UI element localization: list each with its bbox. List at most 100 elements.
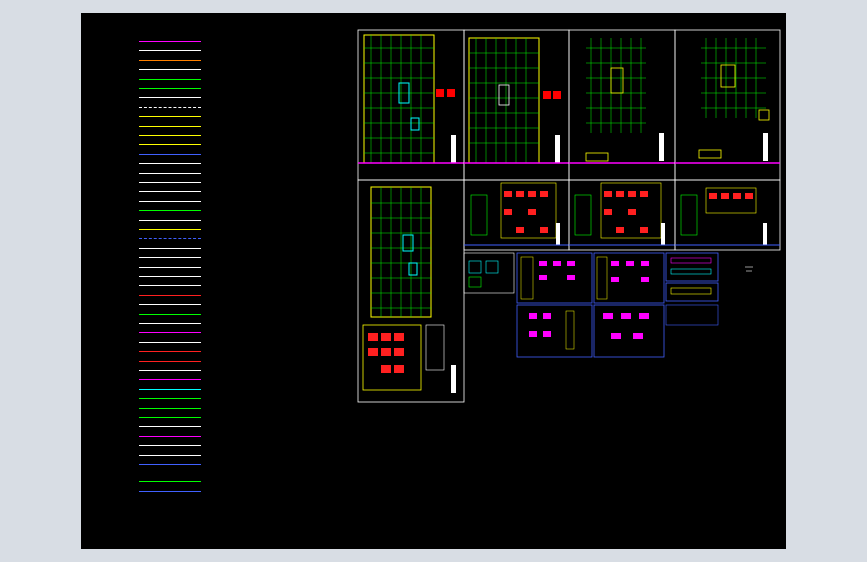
legend-line-sample (139, 341, 201, 343)
legend-line-sample (139, 266, 201, 268)
sheet-detail-6[interactable] (593, 252, 665, 304)
legend-row (139, 225, 289, 233)
legend-line-sample (139, 435, 201, 437)
legend-row (139, 300, 289, 308)
legend-line-sample (139, 313, 201, 315)
legend-row (139, 460, 289, 468)
legend-row (139, 150, 289, 158)
legend-row (139, 46, 289, 54)
legend-line-sample (139, 417, 201, 418)
legend-line-sample (139, 69, 201, 71)
legend-line-sample (139, 247, 201, 249)
sheet-detail-8[interactable] (516, 304, 593, 358)
legend-row (139, 338, 289, 346)
legend-line-sample (139, 153, 201, 155)
sheet-detail-9[interactable] (593, 304, 665, 358)
legend-row (139, 244, 289, 252)
legend-line-sample (139, 388, 201, 390)
legend-line-sample (139, 351, 201, 353)
legend-line-sample (139, 229, 201, 230)
legend-line-sample (139, 200, 201, 202)
legend-row (139, 385, 289, 393)
legend-row (139, 140, 289, 148)
sheet-detail-10[interactable] (665, 304, 719, 326)
sheet-plan-1[interactable] (357, 29, 465, 181)
legend-row (139, 75, 289, 83)
legend-row (139, 375, 289, 383)
legend-line-sample (139, 59, 201, 61)
legend-line-sample (139, 294, 201, 296)
legend-line-sample (139, 464, 201, 465)
legend-row (139, 366, 289, 374)
legend-line-sample (139, 407, 201, 409)
note-mark (745, 266, 753, 272)
drawing-canvas[interactable] (81, 13, 786, 549)
legend-line-sample (139, 445, 201, 447)
legend-line-sample (139, 144, 201, 146)
legend-line-sample (139, 323, 201, 324)
drawing-sheets (357, 29, 781, 403)
legend-line-sample (139, 276, 201, 277)
legend-line-sample (139, 182, 201, 183)
legend-line-sample (139, 50, 201, 52)
legend-line-sample (139, 135, 201, 136)
legend-row (139, 65, 289, 73)
legend-line-sample (139, 97, 201, 99)
legend-row (139, 253, 289, 261)
legend-line-sample (139, 78, 201, 80)
legend-row (139, 477, 289, 485)
legend-row (139, 263, 289, 271)
legend-line-sample (139, 172, 201, 174)
legend-line-sample (139, 125, 201, 127)
legend-line-sample (139, 370, 201, 371)
legend-row (139, 159, 289, 167)
legend-row (139, 310, 289, 318)
legend-row (139, 93, 289, 101)
legend-line-sample (139, 332, 201, 334)
legend-row (139, 319, 289, 327)
legend-row (139, 281, 289, 289)
legend-line-sample (139, 116, 201, 118)
legend-line-sample (139, 481, 201, 483)
legend-line-sample (139, 360, 201, 362)
legend-row (139, 169, 289, 177)
legend-row (139, 441, 289, 449)
sheet-detail-3[interactable] (674, 179, 781, 251)
legend-line-sample (139, 398, 201, 400)
sheet-plan-3[interactable] (568, 29, 676, 181)
sheet-detail-1[interactable] (463, 179, 570, 251)
legend-row (139, 432, 289, 440)
legend-line-sample (139, 285, 201, 287)
legend-row (139, 451, 289, 459)
legend-line-sample (139, 210, 201, 212)
legend-row (139, 178, 289, 186)
legend-line-sample (139, 490, 201, 492)
sheet-plan-2[interactable] (463, 29, 570, 181)
sheet-detail-2[interactable] (568, 179, 676, 251)
legend-row (139, 422, 289, 430)
legend-row (139, 291, 289, 299)
legend-row (139, 394, 289, 402)
legend-row (139, 234, 289, 242)
sheet-plan-5[interactable] (357, 179, 465, 403)
legend-line-sample (139, 454, 201, 456)
legend-row (139, 413, 289, 421)
legend-row (139, 404, 289, 412)
legend-line-sample (139, 41, 201, 42)
legend-row (139, 131, 289, 139)
sheet-detail-5[interactable] (516, 252, 593, 304)
sheet-plan-4[interactable] (674, 29, 781, 181)
legend-row (139, 206, 289, 214)
legend-row (139, 347, 289, 355)
legend-row (139, 37, 289, 45)
legend-row (139, 56, 289, 64)
sheet-detail-4[interactable] (463, 252, 515, 294)
sheet-detail-7[interactable] (665, 252, 719, 302)
legend-line-sample (139, 106, 201, 108)
legend-row (139, 197, 289, 205)
legend-row (139, 272, 289, 280)
legend-line-sample (139, 257, 201, 259)
legend-row (139, 84, 289, 92)
legend-line-sample (139, 304, 201, 306)
legend-row (139, 112, 289, 120)
